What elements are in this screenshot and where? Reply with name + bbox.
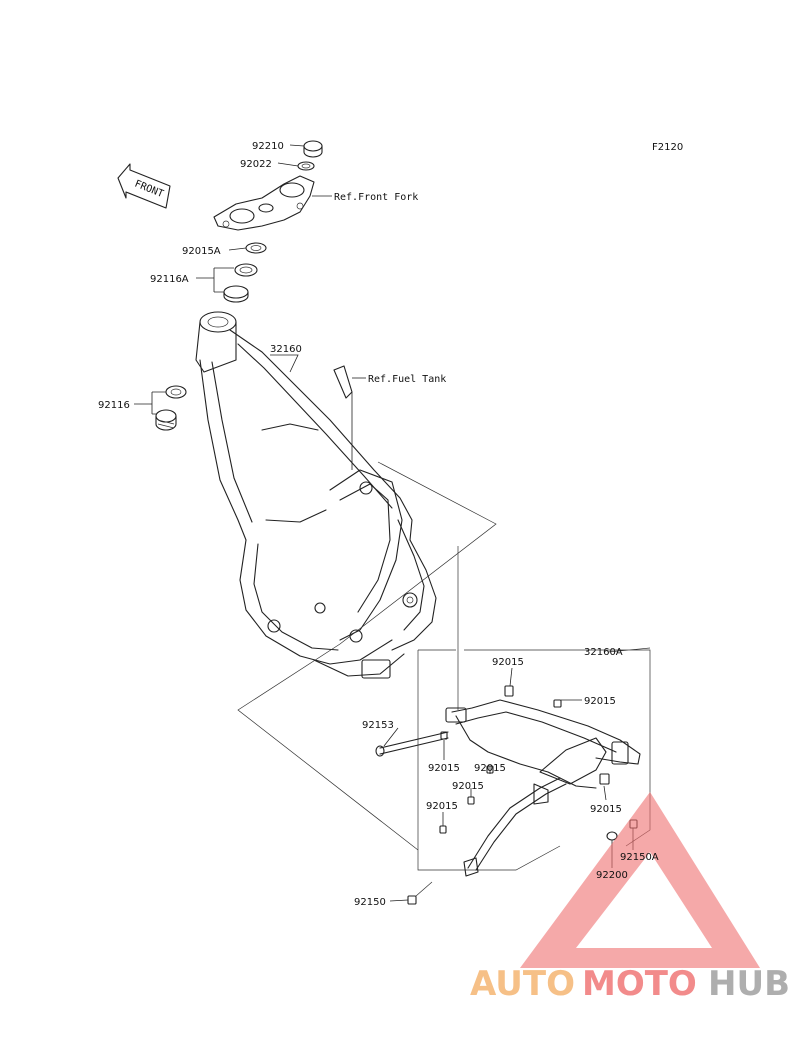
label-92015-d: 92015: [474, 763, 506, 774]
main-frame-32160: [195, 311, 437, 679]
label-92015-e: 92015: [452, 781, 484, 792]
label-92150A: 92150A: [620, 852, 659, 863]
label-92015-c: 92015: [428, 763, 460, 774]
label-92200: 92200: [596, 870, 628, 881]
watermark-text-auto: AUTO: [470, 964, 575, 1004]
figure-code: F2120: [652, 142, 683, 153]
label-92015-a: 92015: [492, 657, 524, 668]
watermark-text-moto: MOTO: [582, 964, 697, 1004]
label-92015-b: 92015: [584, 696, 616, 707]
sub-frame-32160A: [445, 699, 641, 877]
label-92210: 92210: [252, 141, 284, 152]
label-92022: 92022: [240, 159, 272, 170]
ref-fuel-tank: Ref.Fuel Tank: [368, 374, 446, 385]
label-32160: 32160: [270, 344, 302, 355]
label-92116A: 92116A: [150, 274, 189, 285]
label-92015-g: 92015: [590, 804, 622, 815]
watermark-text-hub: HUB: [708, 964, 790, 1004]
label-92015-f: 92015: [426, 801, 458, 812]
label-32160A: 32160A: [584, 647, 623, 658]
lower-bearing-92116: [134, 385, 187, 431]
part-labels: 92210 92022 92015A 92116A 32160 92116 32…: [98, 141, 659, 908]
explosion-guides: [237, 461, 651, 871]
label-92153: 92153: [362, 720, 394, 731]
front-arrow-icon: FRONT: [117, 163, 171, 209]
label-92015A: 92015A: [182, 246, 221, 257]
label-92150: 92150: [354, 897, 386, 908]
ref-front-fork: Ref.Front Fork: [334, 192, 418, 203]
label-92116: 92116: [98, 400, 130, 411]
steering-stem-assembly: [196, 140, 332, 303]
automotohub-watermark: AUTO MOTO HUB: [470, 792, 790, 1004]
